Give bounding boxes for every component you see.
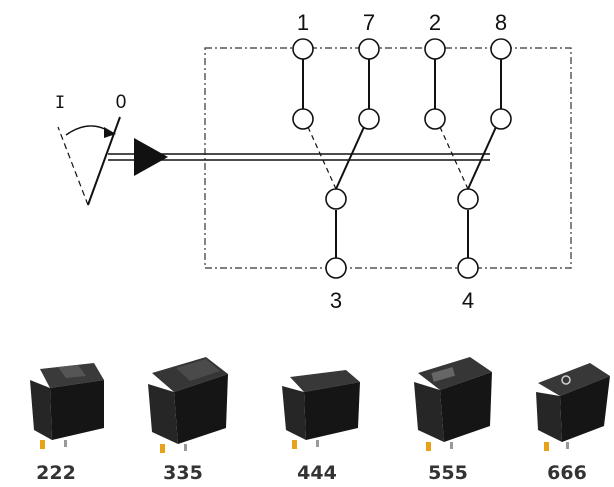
terminal-label-7: 7 [363,10,375,35]
product-222: 222 [30,363,104,484]
model-label: 555 [428,462,468,484]
terminal-4 [457,257,479,279]
rocker-switch-icon [282,370,360,449]
position-label-off: 0 [116,92,127,113]
terminal-2 [424,38,446,60]
pole-1-alternate-contact [307,126,337,190]
terminal-label-1: 1 [297,10,309,35]
contact-leads [302,59,502,258]
terminal-1 [292,38,314,60]
switch-enclosure [204,47,572,269]
terminal-label-8: 8 [495,10,507,35]
terminal-label-4: 4 [462,288,474,313]
rocker-switch-icon [536,363,610,451]
model-label: 444 [297,462,337,484]
product-335: 335 [148,357,228,484]
product-444: 444 [282,370,360,484]
product-555: 555 [414,357,492,484]
contact-7 [358,108,380,130]
pivot-3 [325,188,347,210]
terminal-label-2: 2 [429,10,441,35]
rocker-switch-icon [148,357,228,453]
terminal-7 [358,38,380,60]
product-666: 666 [536,363,610,484]
terminal-label-3: 3 [330,288,342,313]
moving-contacts [307,126,497,190]
rocker-switch-icon [30,363,104,449]
terminal-circles [292,38,512,279]
model-label: 222 [36,462,76,484]
model-label: 666 [547,462,587,484]
pivot-4 [457,188,479,210]
rocker-lever-symbol [57,116,121,206]
actuator-arrow [134,138,168,176]
contact-2 [424,108,446,130]
terminal-3 [325,257,347,279]
actuator-linkage [108,153,490,161]
model-label: 335 [163,462,203,484]
lever-arrowhead-icon [104,127,116,138]
pole-2-active-contact [467,126,497,190]
pole-2-alternate-contact [439,126,469,190]
terminal-8 [490,38,512,60]
contact-1 [292,108,314,130]
pole-1-active-contact [335,126,365,190]
contact-8 [490,108,512,130]
rocker-switch-icon [414,357,492,451]
position-label-on: I [55,93,65,113]
